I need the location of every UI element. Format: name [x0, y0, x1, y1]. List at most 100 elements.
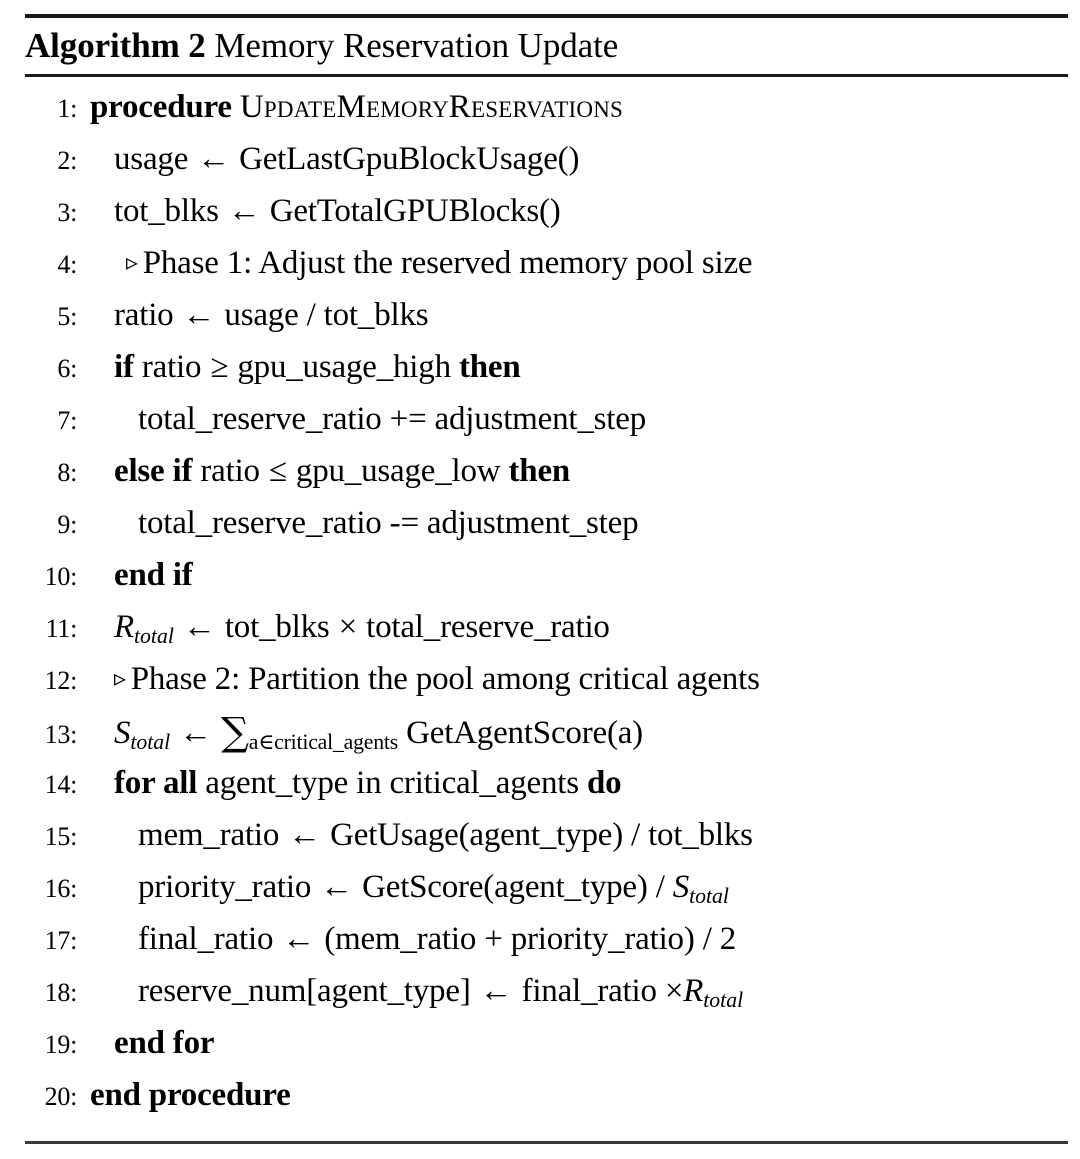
assign-arrow: ←: [320, 869, 354, 905]
line-code: tot_blks ← GetTotalGPUBlocks(): [101, 185, 561, 237]
rule-header-separator: [25, 74, 1068, 77]
var-mem-ratio: mem_ratio: [138, 817, 280, 853]
var-gpu-usage-high: gpu_usage_high: [237, 349, 451, 385]
algorithm-line: 10 end if: [25, 549, 1068, 601]
operator-greater-equal: ≥: [210, 349, 229, 385]
line-number: 15: [25, 811, 77, 863]
paren-close: ): [683, 921, 695, 957]
line-code: total_reserve_ratio += adjustment_step: [125, 393, 646, 445]
operator-plus: +: [484, 921, 503, 957]
line-code: Stotal ← ∑a∈critical_agents GetAgentScor…: [101, 705, 643, 768]
line-code: reserve_num[agent_type] ← final_ratio ×R…: [125, 965, 743, 1026]
call-get-total-gpu-blocks: GetTotalGPUBlocks(): [269, 193, 561, 229]
keyword-end-for: end for: [114, 1025, 215, 1061]
line-number: 12: [25, 655, 77, 707]
number-two: 2: [719, 921, 737, 957]
var-final-ratio: final_ratio: [138, 921, 274, 957]
line-code: procedure UpdateMemoryReservations: [77, 81, 623, 133]
var-mem-ratio: mem_ratio: [334, 921, 477, 957]
comment-phase-1: Phase 1: Adjust the reserved memory pool…: [142, 245, 753, 281]
assign-arrow: ←: [197, 141, 231, 177]
var-tot-blks: tot_blks: [224, 609, 330, 645]
algorithm-line: 20 end procedure: [25, 1069, 1068, 1121]
algorithm-line: 14 for all agent_type in critical_agents…: [25, 757, 1068, 809]
var-priority-ratio: priority_ratio: [138, 869, 312, 905]
keyword-for-all: for all: [114, 765, 198, 801]
line-number: 4: [25, 239, 77, 291]
algorithm-line: 7 total_reserve_ratio += adjustment_step: [25, 393, 1068, 445]
var-critical-agents: critical_agents: [389, 765, 579, 801]
keyword-if: if: [114, 349, 134, 385]
algorithm-line: 6 if ratio ≥ gpu_usage_high then: [25, 341, 1068, 393]
operator-times: ×: [338, 609, 358, 645]
line-number: 10: [25, 551, 77, 603]
comment-phase-2: Phase 2: Partition the pool among critic…: [130, 661, 760, 697]
var-tot-blks: tot_blks: [648, 817, 753, 853]
call-get-agent-score: GetAgentScore(a): [406, 715, 643, 751]
algorithm-line: 5 ratio ← usage / tot_blks: [25, 289, 1068, 341]
algorithm-line: 16 priority_ratio ← GetScore(agent_type)…: [25, 861, 1068, 913]
algorithm-line: 18 reserve_num[agent_type] ← final_ratio…: [25, 965, 1068, 1017]
rule-top: [25, 14, 1068, 18]
line-code: total_reserve_ratio -= adjustment_step: [125, 497, 639, 549]
paren-open: (: [324, 921, 335, 957]
operator-divide: /: [306, 297, 316, 333]
operator-divide: /: [655, 869, 665, 905]
line-code: final_ratio ← (mem_ratio + priority_rati…: [125, 913, 736, 965]
line-code: usage ← GetLastGpuBlockUsage(): [101, 133, 579, 185]
algorithm-line: 9 total_reserve_ratio -= adjustment_step: [25, 497, 1068, 549]
line-code: end if: [101, 549, 193, 601]
rule-bottom: [25, 1141, 1068, 1144]
line-number: 6: [25, 343, 77, 395]
symbol-S: S: [672, 869, 690, 905]
line-number: 1: [25, 83, 77, 135]
symbol-R: R: [683, 973, 704, 1009]
keyword-then: then: [458, 349, 521, 385]
line-code: ratio ← usage / tot_blks: [101, 289, 429, 341]
assign-arrow: ←: [182, 297, 216, 333]
var-ratio: ratio: [114, 297, 174, 333]
algorithm-line: 11 Rtotal ← tot_blks × total_reserve_rat…: [25, 601, 1068, 653]
line-number: 17: [25, 915, 77, 967]
subscript-total: total: [703, 988, 744, 1013]
assign-arrow: ←: [179, 715, 213, 751]
subscript-total: total: [130, 730, 171, 755]
operator-divide: /: [702, 921, 712, 957]
algorithm-line: 13 Stotal ← ∑a∈critical_agents GetAgentS…: [25, 705, 1068, 757]
var-adjustment-step: adjustment_step: [426, 505, 639, 541]
assign-arrow: ←: [227, 193, 261, 229]
algorithm-line: 19 end for: [25, 1017, 1068, 1069]
line-code: else if ratio ≤ gpu_usage_low then: [101, 445, 570, 497]
algorithm-line: 15 mem_ratio ← GetUsage(agent_type) / to…: [25, 809, 1068, 861]
line-number: 9: [25, 499, 77, 551]
algorithm-body: 1 procedure UpdateMemoryReservations 2 u…: [25, 77, 1068, 1121]
line-number: 14: [25, 759, 77, 811]
line-code: end for: [101, 1017, 215, 1069]
var-final-ratio: final_ratio: [521, 973, 657, 1009]
line-number: 13: [25, 709, 77, 761]
keyword-end-procedure: end procedure: [90, 1077, 291, 1113]
call-get-usage: GetUsage(agent_type): [330, 817, 623, 853]
algorithm-line: 12 ▹Phase 2: Partition the pool among cr…: [25, 653, 1068, 705]
keyword-do: do: [586, 765, 622, 801]
var-total-reserve-ratio: total_reserve_ratio: [138, 505, 382, 541]
call-get-last-gpu-block-usage: GetLastGpuBlockUsage(): [239, 141, 580, 177]
var-total-reserve-ratio: total_reserve_ratio: [138, 401, 382, 437]
var-usage: usage: [224, 297, 299, 333]
operator-plus-equals: +=: [389, 401, 427, 437]
algorithm-line: 8 else if ratio ≤ gpu_usage_low then: [25, 445, 1068, 497]
keyword-else-if: else if: [114, 453, 193, 489]
keyword-procedure: procedure: [90, 89, 232, 125]
var-tot-blks: tot_blks: [323, 297, 429, 333]
operator-divide: /: [631, 817, 641, 853]
line-number: 5: [25, 291, 77, 343]
comment-triangle-icon: ▹: [126, 250, 138, 276]
assign-arrow: ←: [182, 609, 216, 645]
line-number: 11: [25, 603, 77, 655]
algorithm-block: Algorithm 2 Memory Reservation Update 1 …: [25, 14, 1068, 1144]
keyword-then: then: [508, 453, 571, 489]
algorithm-line: 4 ▹Phase 1: Adjust the reserved memory p…: [25, 237, 1068, 289]
line-code: priority_ratio ← GetScore(agent_type) / …: [125, 861, 729, 922]
var-adjustment-step: adjustment_step: [434, 401, 647, 437]
line-number: 2: [25, 135, 77, 187]
